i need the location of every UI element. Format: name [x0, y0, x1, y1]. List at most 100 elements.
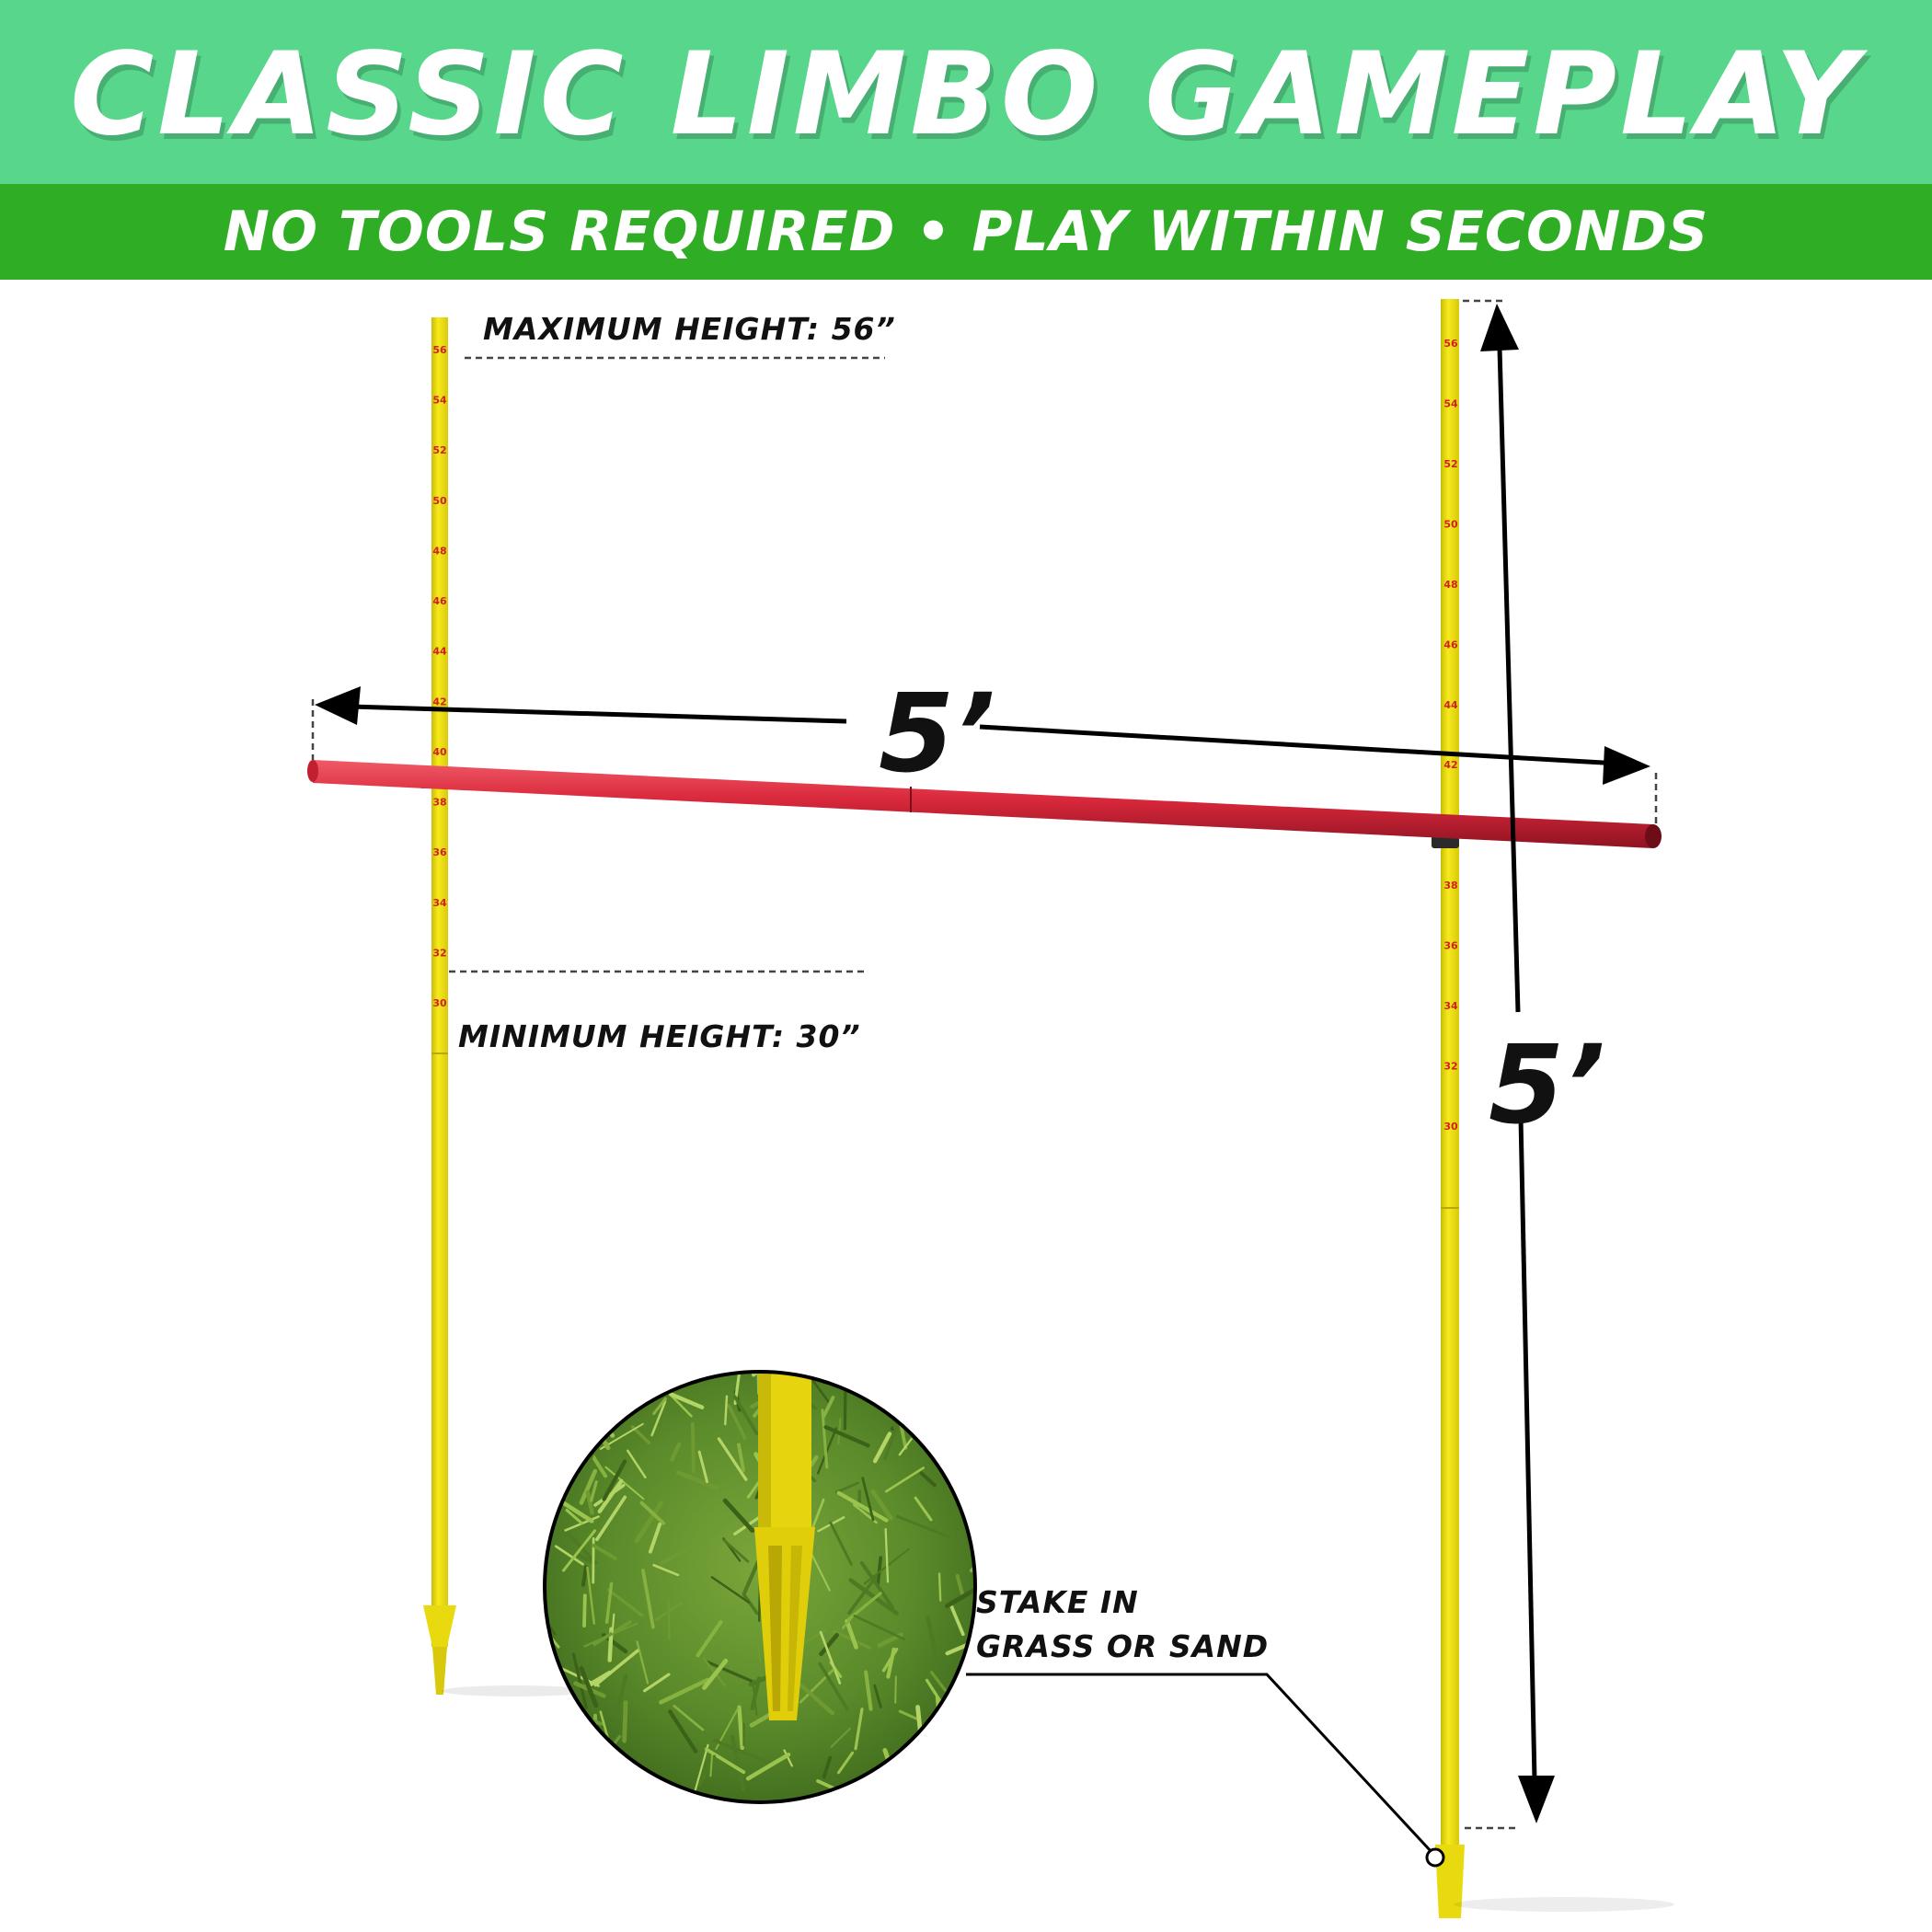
- right-scale-mark-46: 46: [1443, 638, 1458, 650]
- grass-blade: [600, 1372, 639, 1378]
- grass-blade: [871, 1382, 885, 1398]
- grass-blade: [545, 1379, 584, 1405]
- height-dimension: [1463, 299, 1555, 1830]
- grass-blade: [884, 1466, 926, 1493]
- right-scale-mark-42: 42: [1443, 759, 1457, 771]
- grass-blade: [642, 1673, 671, 1693]
- grass-blade: [641, 1569, 655, 1629]
- stake-callout-leader: [966, 1673, 1445, 1868]
- grass-blade: [562, 1529, 596, 1572]
- grass-blade: [611, 1613, 615, 1634]
- grass-blade: [965, 1727, 975, 1742]
- grass-blade: [937, 1409, 974, 1458]
- grass-blade: [836, 1490, 889, 1523]
- grass-blade: [693, 1743, 709, 1795]
- grass-blade: [896, 1514, 950, 1538]
- grass-blade: [572, 1442, 576, 1468]
- grass-blade: [545, 1756, 547, 1797]
- grass-blade: [727, 1404, 747, 1441]
- grass-blade: [576, 1722, 589, 1751]
- grass-blade: [794, 1678, 835, 1716]
- grass-blade: [829, 1521, 853, 1566]
- grass-blade: [697, 1450, 709, 1484]
- grass-blade: [622, 1700, 628, 1743]
- grass-blade: [822, 1755, 833, 1779]
- grass-blade: [586, 1566, 596, 1625]
- grass-blade: [948, 1438, 970, 1449]
- grass-blade: [639, 1501, 666, 1525]
- grass-blade: [571, 1652, 588, 1709]
- grass-blade: [668, 1392, 705, 1409]
- min-height-label: MINIMUM HEIGHT: 30”: [458, 1018, 861, 1054]
- grass-blade: [977, 1334, 982, 1384]
- grass-blade: [870, 1489, 893, 1521]
- grass-blade: [636, 1640, 650, 1685]
- grass-blade: [733, 1372, 744, 1406]
- grass-blade: [634, 1501, 663, 1544]
- grass-blade: [553, 1449, 581, 1465]
- grass-blade: [659, 1540, 703, 1566]
- grass-blade: [926, 1616, 941, 1672]
- grass-blade: [942, 1372, 960, 1374]
- grass-blade: [667, 1598, 671, 1640]
- grass-blade: [593, 1483, 626, 1507]
- grass-blade: [604, 1581, 614, 1624]
- limbo-bar: [307, 760, 1662, 848]
- grass-blade: [819, 1632, 839, 1657]
- grass-blade: [579, 1666, 599, 1708]
- grass-blade: [704, 1747, 746, 1775]
- grass-blade: [722, 1498, 755, 1533]
- grass-blade: [566, 1708, 580, 1754]
- grass-blade: [853, 1615, 905, 1640]
- right-bar-holder: [1432, 835, 1459, 848]
- grass-blade: [884, 1527, 890, 1583]
- title-banner: [0, 0, 1932, 184]
- grass-blade: [549, 1493, 555, 1520]
- grass-blade: [956, 1452, 975, 1503]
- grass-blade: [816, 1427, 838, 1475]
- left-scale-mark-42: 42: [432, 696, 446, 707]
- grass-blade: [591, 1543, 617, 1560]
- grass-blade: [912, 1373, 932, 1386]
- grass-blade: [737, 1443, 745, 1473]
- right-scale-mark-38: 38: [1443, 880, 1457, 891]
- page-title: CLASSIC LIMBO GAMEPLAY: [70, 29, 1862, 161]
- grass-blade: [848, 1578, 899, 1616]
- grass-blade: [864, 1670, 873, 1711]
- stake-label-line2: GRASS OR SAND: [976, 1628, 1270, 1664]
- grass-blade: [974, 1737, 975, 1777]
- grass-blade: [558, 1372, 591, 1399]
- grass-blade: [898, 1709, 920, 1721]
- grass-blade: [732, 1395, 759, 1435]
- grass-blade: [689, 1566, 709, 1594]
- grass-blade: [914, 1496, 933, 1522]
- grass-blade: [937, 1408, 968, 1440]
- grass-blade: [673, 1704, 705, 1731]
- grass-blade: [602, 1459, 627, 1501]
- right-scale-mark-34: 34: [1443, 1000, 1458, 1012]
- left-scale-mark-44: 44: [432, 646, 447, 658]
- grass-blade: [565, 1443, 573, 1485]
- grass-blade: [510, 1569, 543, 1581]
- grass-blade: [914, 1388, 937, 1418]
- grass-blade: [949, 1604, 965, 1637]
- left-scale-mark-36: 36: [432, 846, 447, 858]
- grass-blade: [873, 1684, 882, 1708]
- grass-blade: [823, 1425, 870, 1448]
- left-scale-mark-34: 34: [432, 897, 447, 909]
- grass-blade: [549, 1438, 579, 1451]
- left-scale-mark-38: 38: [432, 797, 446, 809]
- grass-blade: [558, 1409, 582, 1443]
- grass-blade: [690, 1422, 696, 1473]
- left-pole: [423, 317, 589, 1696]
- height-dimension-label: 5’: [1489, 1021, 1605, 1148]
- grass-blade: [783, 1749, 793, 1767]
- grass-blade: [710, 1576, 751, 1604]
- grass-blade: [717, 1437, 748, 1481]
- grass-blade: [556, 1520, 598, 1565]
- subtitle-banner: [0, 184, 1932, 280]
- grass-blade: [946, 1737, 968, 1759]
- grass-blade: [604, 1466, 645, 1501]
- grass-blade: [702, 1658, 729, 1690]
